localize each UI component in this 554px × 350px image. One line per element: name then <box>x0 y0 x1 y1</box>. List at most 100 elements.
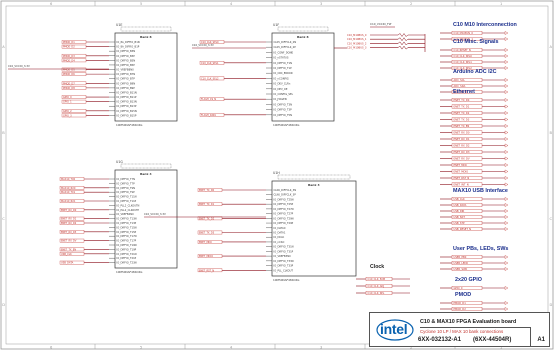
interface-net-label: USER_PB0 <box>454 255 467 259</box>
supply-net: C10_VCCIO_3.3V <box>144 212 166 216</box>
pin-name: IO_DIFFIO_B3N <box>117 49 136 53</box>
pin-name: IO_DEV_OE <box>274 87 288 91</box>
off-page-connector <box>504 255 509 259</box>
interface-net-label: USB_DATA <box>454 203 467 207</box>
pin-name: IO_DIFFIO_B7P <box>117 77 136 81</box>
pin-name: IO_DIFFIO_B3P <box>117 54 136 58</box>
off-page-connector <box>504 261 509 265</box>
connector-net: C10_M10BUS_3 <box>347 46 367 50</box>
net-label: ENET_RX_DV <box>61 240 77 243</box>
interface-net-label: PMOD_D2 <box>454 307 467 311</box>
part-reference: U1H <box>273 171 280 175</box>
interface-net-label: ENET_RX_DV <box>454 157 470 161</box>
net-flag <box>61 86 87 90</box>
bank-symbol-body <box>114 169 178 269</box>
net-flag <box>59 252 85 256</box>
interface-net-label: C10_CLK_SEL1 <box>454 60 473 64</box>
pin-name: CLK5_DIFFCLK_2N <box>274 40 297 44</box>
net-label: MAX10_TX1 <box>61 191 76 194</box>
interface-net-label: C10_RESET_N <box>454 48 471 52</box>
pin-name: IO_DIFFIO_T1P <box>274 66 293 70</box>
pin-name: IO_DIFFIO_B11P <box>117 95 137 99</box>
pin-name: IO_DIFFIO_T9N <box>117 186 136 190</box>
pin-name: IO_JTAGEN <box>274 97 287 101</box>
section-title: Arduino ADC I2C <box>453 69 497 75</box>
frame-row-marker: A <box>550 45 553 49</box>
off-page-connector <box>504 37 509 41</box>
bank-symbol-body <box>271 180 357 277</box>
off-page-connector <box>504 227 509 231</box>
pin-name: IO_DIFFIO_T1N <box>274 61 293 65</box>
pin-name: IO_DIFFIO_B11N <box>117 90 137 94</box>
net-label: GPIO_0 <box>63 96 72 99</box>
frame-column-marker: 5 <box>140 346 142 350</box>
document-number: 6XX-032132-A1 <box>418 337 462 343</box>
pin-name: IO_PLL2_CLKOUTP <box>117 208 140 212</box>
pin-name: IO_DATA0 <box>274 226 286 230</box>
net-flag <box>61 113 87 118</box>
interface-net-label: PMOD_D1 <box>454 301 467 305</box>
net-flag <box>199 61 225 65</box>
bank-symbol-header <box>120 26 172 32</box>
pin-name: IO_DIFFIO_T3N <box>274 102 293 106</box>
pin-name: IO_DIFFIO_T11N <box>117 195 137 199</box>
net-label: PMOD_D8 <box>63 87 75 90</box>
connector-net: C10_M10BUS_0 <box>347 33 367 37</box>
intel-logo-text: intel <box>380 321 408 337</box>
interface-net-label: ADC_SDA <box>454 84 466 88</box>
resistor-symbol <box>397 45 409 50</box>
resistor-symbol <box>397 33 409 37</box>
pin-name: IO_DIFFIO_T19P <box>117 247 137 251</box>
bank-label: Bank 8 <box>140 35 152 39</box>
section-title: C10 M10 Interconnection <box>453 22 517 28</box>
net-label: ENET_TX_EN <box>61 248 76 251</box>
interface-net-label: ADC_SCL <box>454 78 466 82</box>
pin-name: IO_DIFFIO_T17P <box>117 239 137 243</box>
pin-name: IO_nCSO <box>274 240 285 244</box>
pin-name: IO_nSTATUS <box>274 56 289 60</box>
net-label: C10_CLK_SEL1 <box>201 62 219 65</box>
net-label: PMOD_D3 <box>63 55 75 58</box>
off-page-connector <box>504 84 509 88</box>
off-page-connector <box>504 48 509 52</box>
off-page-connector <box>504 143 509 148</box>
net-flag <box>197 230 223 235</box>
pin-name: IO_DIFFIO_T33N <box>274 259 294 263</box>
pin-name: IO_DIFFIO_T13P <box>117 221 137 225</box>
section-title: User PBs, LEDs, SWs <box>453 246 509 252</box>
pin-name: IO_DIFFIO_B5P <box>117 63 136 67</box>
interface-net-label: ENET_TX_EN <box>454 124 470 128</box>
sheet-subtitle: Cyclone 10 LP / MAX 10 bank connections <box>420 329 504 334</box>
interface-net-label: ENET_RX_D2 <box>454 144 470 148</box>
section-title: C10 Misc. Signals <box>453 39 499 45</box>
pin-name: IO_DIFFIO_B13P <box>117 104 137 108</box>
off-page-connector <box>504 31 509 35</box>
off-page-connector <box>504 203 509 207</box>
part-reference: U1G <box>116 160 123 164</box>
pin-name: IO_CRC_ERROR <box>274 71 293 75</box>
clock-net-label: C10_CLK_ADJ <box>368 284 385 288</box>
net-flag <box>197 254 223 258</box>
net-label: GPIO_2 <box>63 110 72 113</box>
net-label: USB_CLK <box>61 253 72 256</box>
off-page-connector <box>504 182 509 187</box>
pin-name: IO_DIFFIO_T17N <box>117 234 137 238</box>
net-label: USB_DATA <box>61 262 74 265</box>
net-flag <box>59 190 85 194</box>
interface-net-label: USB_DIR <box>454 209 465 213</box>
net-flag <box>59 186 85 190</box>
part-number: 10M50DAF484C6G <box>116 123 142 127</box>
net-label: ENET_MDIO <box>199 255 213 258</box>
frame-column-marker: 1 <box>500 2 502 6</box>
off-page-connector <box>504 176 509 180</box>
frame-row-marker: A <box>2 45 5 49</box>
net-flag <box>59 221 85 225</box>
interface-net-label: ENET_MDC <box>454 163 468 167</box>
net-label: ENET_TX_D1 <box>199 203 215 206</box>
off-page-connector <box>504 150 509 154</box>
off-page-connector <box>504 156 509 161</box>
interface-net-label: ENET_INT_N <box>454 183 469 187</box>
